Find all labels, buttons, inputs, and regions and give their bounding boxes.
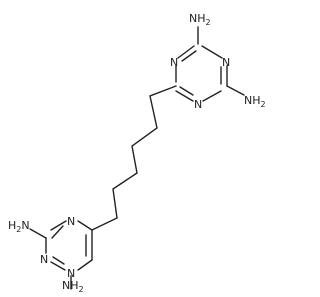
bond — [202, 90, 222, 102]
amino-group-label: NH2 — [62, 279, 84, 292]
atom-n: N — [170, 56, 178, 69]
bond — [51, 225, 64, 239]
atom-n: N — [222, 56, 230, 69]
structure-canvas: N N N NH2 NH2 N N N H2N NH2 — [8, 12, 266, 294]
bond — [50, 261, 66, 271]
bond — [201, 45, 223, 59]
bond — [181, 50, 197, 62]
bond — [179, 86, 194, 96]
bond — [226, 85, 245, 96]
amino-group-label: NH2 — [189, 12, 211, 27]
bond — [175, 90, 194, 102]
bond — [77, 259, 93, 271]
amino-group-label: H2N — [8, 219, 30, 234]
atom-n: N — [194, 98, 202, 111]
bond — [177, 45, 195, 59]
hexyl-chain — [91, 85, 177, 231]
top-triazine-ring: N N N NH2 NH2 — [170, 12, 266, 111]
bottom-triazine-ring: N N N H2N NH2 — [8, 215, 93, 294]
atom-n: N — [67, 267, 75, 280]
bond — [29, 228, 47, 239]
amino-group-label: NH2 — [244, 94, 266, 109]
atom-n: N — [40, 253, 48, 266]
chemical-structure-diagram: N N N NH2 NH2 N N N H2N NH2 — [8, 12, 266, 294]
alkyl-chain-bonds — [91, 85, 177, 231]
bond — [77, 220, 93, 231]
bond — [52, 256, 65, 265]
atom-n: N — [67, 215, 75, 228]
bond — [50, 220, 67, 231]
